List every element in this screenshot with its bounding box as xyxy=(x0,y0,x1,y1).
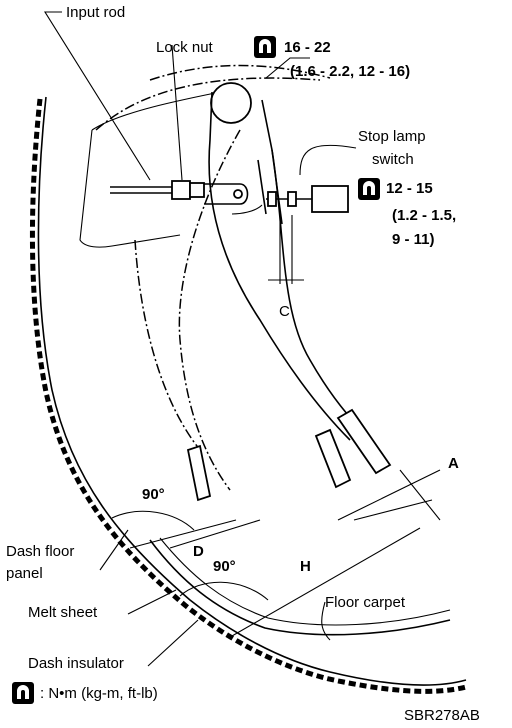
input-rod-label: Input rod xyxy=(66,4,125,21)
dimension-h xyxy=(179,527,421,637)
lock-nut-torque-nm: 16 - 22 xyxy=(284,39,331,56)
input-rod xyxy=(110,180,263,215)
stop-lamp-torque-alt-2: 9 - 11) xyxy=(392,231,435,248)
figure-code: SBR278AB xyxy=(404,707,480,724)
pedal-pad-upper xyxy=(314,408,392,489)
floor-carpet-label: Floor carpet xyxy=(325,594,406,611)
torque-legend: : N•m (kg-m, ft-lb) xyxy=(40,685,158,702)
floor-carpet xyxy=(149,537,451,636)
brake-pedal-arm xyxy=(134,82,373,491)
stop-lamp-label-2: switch xyxy=(372,151,414,168)
dimension-h-label: H xyxy=(300,558,311,575)
stop-lamp-torque-nm: 12 - 15 xyxy=(386,180,433,197)
dash-floor-panel-label-1: Dash floor xyxy=(6,543,74,560)
angle-label-upper: 90° xyxy=(142,486,165,503)
dimension-d-label: D xyxy=(193,543,204,560)
dash-panel xyxy=(29,96,467,694)
dash-floor-panel-label-2: panel xyxy=(6,565,43,582)
dimension-c xyxy=(268,215,304,284)
stop-lamp-torque-alt-1: (1.2 - 1.5, xyxy=(392,207,456,224)
angle-label-lower: 90° xyxy=(213,558,236,575)
dimension-c-label: C xyxy=(279,303,290,320)
dimension-a-label: A xyxy=(448,455,459,472)
leader-lines xyxy=(44,11,357,667)
stop-lamp-label-1: Stop lamp xyxy=(358,128,426,145)
lock-nut-torque-alt: (1.6 - 2.2, 12 - 16) xyxy=(290,63,410,80)
pedal-pad-lower xyxy=(186,444,212,502)
dimension-a xyxy=(337,469,441,521)
dimension-d xyxy=(111,510,261,549)
stop-lamp-switch xyxy=(257,149,349,225)
melt-sheet-label: Melt sheet xyxy=(28,604,98,621)
lock-nut-label: Lock nut xyxy=(156,39,214,56)
dash-insulator-label: Dash insulator xyxy=(28,655,124,672)
